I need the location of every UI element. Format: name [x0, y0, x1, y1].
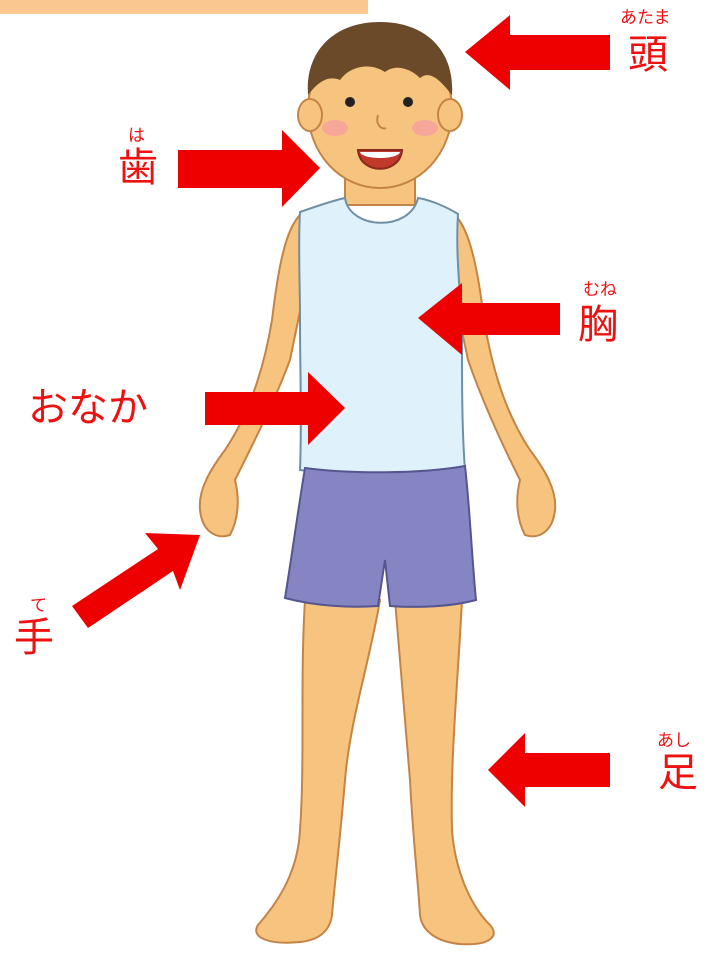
left-arm — [198, 213, 312, 538]
chest-reading: むね — [583, 280, 617, 300]
legs — [255, 599, 495, 946]
hand-reading: て — [30, 596, 47, 616]
right-cheek — [412, 120, 438, 136]
stomach-label: おなか — [28, 385, 148, 431]
head-reading: あたま — [620, 8, 671, 28]
teeth-label: 歯 — [118, 145, 158, 191]
right-ear — [437, 98, 463, 132]
arrow-teeth — [178, 130, 320, 207]
left-cheek — [322, 120, 348, 136]
nose — [376, 114, 387, 130]
arrow-head — [465, 15, 610, 90]
teeth — [360, 152, 400, 158]
leg-reading: あし — [657, 731, 691, 751]
right-leg — [393, 599, 495, 946]
arrow-leg — [488, 733, 610, 807]
shorts — [283, 464, 478, 608]
left-ear — [297, 98, 323, 132]
chest-label: 胸 — [578, 302, 618, 348]
hair — [307, 22, 453, 95]
arrow-stomach — [205, 372, 345, 445]
right-eye — [403, 97, 413, 107]
arrows — [72, 15, 610, 807]
teeth-reading: は — [128, 126, 145, 146]
arrow-hand — [72, 533, 200, 628]
top-color-bar — [0, 0, 368, 14]
left-leg — [255, 599, 382, 944]
head-label: 頭 — [628, 32, 668, 78]
arrow-chest — [418, 283, 560, 355]
left-eye — [345, 97, 355, 107]
hand-label: 手 — [14, 615, 54, 661]
leg-label: 足 — [658, 750, 698, 796]
